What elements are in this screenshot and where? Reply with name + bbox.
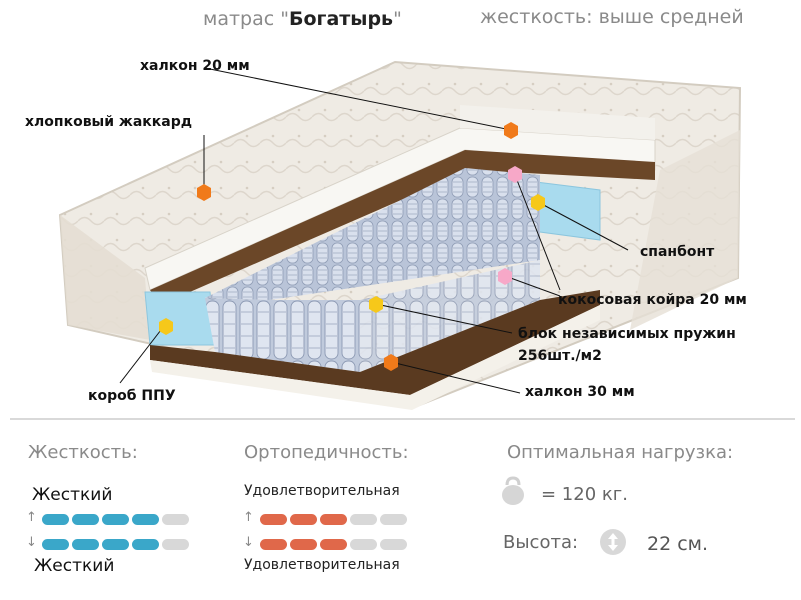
level-segment (72, 539, 99, 550)
product-title: матрас "Богатырь" (203, 8, 402, 30)
level-segment (380, 514, 407, 525)
load-value: = 120 кг. (541, 484, 628, 505)
title-prefix: матрас " (203, 8, 289, 30)
height-title: Высота: (503, 532, 579, 553)
level-segment (132, 514, 159, 525)
level-segment (290, 539, 317, 550)
level-segment (102, 539, 129, 550)
ortho-bottom-label: Удовлетворительная (244, 557, 400, 573)
label-springs-density: 256шт./м2 (518, 348, 602, 364)
hardness-top-label: Жесткий (32, 485, 113, 505)
level-segment (350, 514, 377, 525)
up-arrow-icon: ↑ (26, 510, 37, 525)
level-segment (42, 539, 69, 550)
level-segment (162, 539, 189, 550)
hardness-title: Жесткость: (28, 442, 138, 463)
label-spanbond: спанбонт (640, 244, 715, 260)
height-value: 22 см. (647, 533, 709, 555)
level-segment (380, 539, 407, 550)
level-segment (320, 514, 347, 525)
kettlebell-icon (502, 476, 524, 505)
level-segment (320, 539, 347, 550)
label-jacquard: хлопковый жаккард (25, 114, 193, 130)
level-segment (260, 514, 287, 525)
label-springs: блок независимых пружин (518, 326, 736, 342)
down-arrow-icon: ↓ (26, 535, 37, 550)
level-segment (290, 514, 317, 525)
ortho-title: Ортопедичность: (244, 442, 409, 463)
up-arrow-icon: ↑ (243, 510, 254, 525)
level-segment (102, 514, 129, 525)
label-ppu-box: короб ППУ (88, 388, 176, 404)
hardness-bottom-bar (42, 539, 189, 550)
title-suffix: " (393, 8, 402, 30)
level-segment (42, 514, 69, 525)
ortho-top-bar (260, 514, 407, 525)
hardness-bottom-label: Жесткий (34, 556, 115, 576)
section-divider (10, 418, 795, 420)
hardness-headline: жесткость: выше средней (480, 6, 744, 28)
level-segment (132, 539, 159, 550)
layer-markers (159, 122, 545, 371)
ortho-top-label: Удовлетворительная (244, 483, 400, 499)
level-segment (162, 514, 189, 525)
title-name: Богатырь (288, 8, 394, 30)
level-segment (260, 539, 287, 550)
down-arrow-icon: ↓ (243, 535, 254, 550)
load-title: Оптимальная нагрузка: (507, 442, 734, 463)
label-halkon-30: халкон 30 мм (525, 384, 635, 400)
label-coir: кокосовая койра 20 мм (558, 292, 747, 308)
level-segment (350, 539, 377, 550)
level-segment (72, 514, 99, 525)
label-halkon-20: халкон 20 мм (140, 58, 250, 74)
ortho-bottom-bar (260, 539, 407, 550)
mattress-illustration (58, 60, 742, 410)
hardness-top-bar (42, 514, 189, 525)
height-arrow-icon (600, 529, 626, 555)
